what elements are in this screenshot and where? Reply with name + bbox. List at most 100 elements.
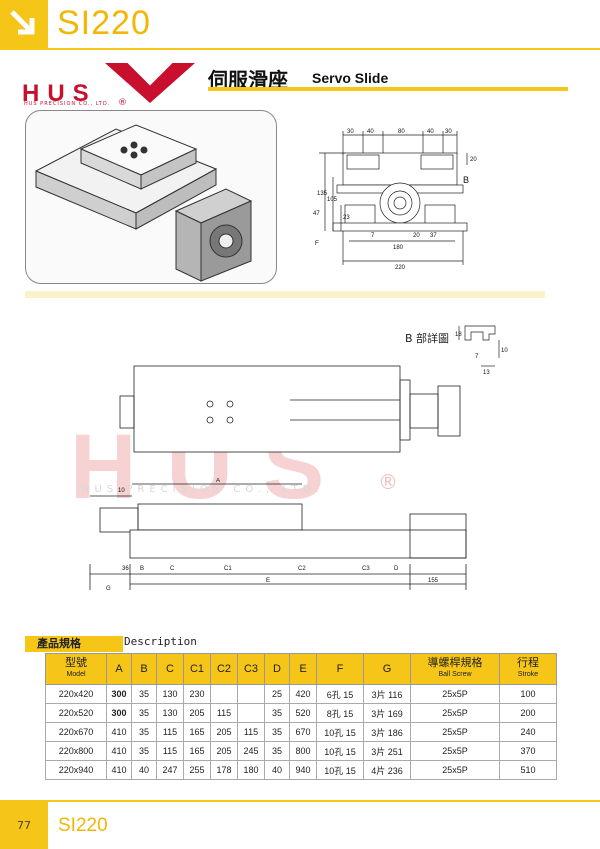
col-header-b: B — [131, 653, 157, 685]
cell-a: 410 — [106, 760, 132, 780]
col-header-f: F — [316, 653, 364, 685]
cell-c: 130 — [156, 684, 184, 704]
logo-registered: ® — [118, 98, 127, 108]
section-separator — [25, 291, 545, 298]
cell-c2: 178 — [210, 760, 238, 780]
col-header-c2: C2 — [210, 653, 238, 685]
cell-c3: 245 — [237, 741, 265, 761]
cell-e: 670 — [289, 722, 317, 742]
side-label-e: E — [266, 578, 270, 584]
side-label-d: D — [394, 566, 399, 572]
cell-c: 247 — [156, 760, 184, 780]
side-label-g: G — [106, 586, 111, 592]
cell-ball-screw: 25x5P — [410, 703, 500, 723]
table-row: 220x940 410 40 247 255 178 180 40 940 10… — [45, 760, 557, 780]
dim-top-2: 80 — [398, 129, 405, 135]
cell-model: 220x420 — [45, 684, 107, 704]
page-number: 77 — [0, 802, 48, 849]
dim-top-1: 40 — [367, 129, 374, 135]
product-title-en: Servo Slide — [312, 70, 389, 86]
cell-c2 — [210, 684, 238, 704]
dim-top-4: 30 — [445, 129, 452, 135]
cell-d: 35 — [264, 703, 290, 723]
col-header-e: E — [289, 653, 317, 685]
table-row: 220x800 410 35 115 165 205 245 35 800 10… — [45, 741, 557, 761]
side-label-a: A — [216, 478, 220, 484]
cell-f: 6孔 15 — [316, 684, 364, 704]
logo-subtitle: HUS PRECISION CO., LTD. — [24, 101, 111, 107]
watermark-subtitle: HUS PRECISION CO., LTD. — [82, 484, 324, 495]
col-header-d: D — [264, 653, 290, 685]
side-dim-155: 155 — [428, 578, 439, 584]
cell-c2: 115 — [210, 703, 238, 723]
dim-20-right: 20 — [470, 157, 477, 163]
arrow-icon — [10, 10, 35, 35]
cell-d: 35 — [264, 741, 290, 761]
cell-d: 40 — [264, 760, 290, 780]
cell-g: 3片 251 — [363, 741, 411, 761]
cell-d: 25 — [264, 684, 290, 704]
cell-c: 115 — [156, 741, 184, 761]
page-title: SI220 — [57, 4, 151, 42]
dim-105: 105 — [327, 197, 338, 203]
cell-stroke: 510 — [499, 760, 557, 780]
cell-b: 35 — [131, 722, 157, 742]
cell-c1: 165 — [183, 722, 211, 742]
col-header-a: A — [106, 653, 132, 685]
cell-g: 3片 186 — [363, 722, 411, 742]
cell-c1: 165 — [183, 741, 211, 761]
side-view-drawing: 10 A 36 B C C1 C2 C3 D G E 155 — [89, 478, 467, 592]
spec-description: Description — [124, 635, 197, 648]
cell-g: 3片 116 — [363, 684, 411, 704]
cell-a: 300 — [106, 684, 132, 704]
cell-b: 35 — [131, 684, 157, 704]
side-label-c2: C2 — [298, 566, 306, 572]
cell-c1: 205 — [183, 703, 211, 723]
dim-top-0: 30 — [347, 129, 354, 135]
cell-stroke: 200 — [499, 703, 557, 723]
side-label-c3: C3 — [362, 566, 370, 572]
cell-ball-screw: 25x5P — [410, 760, 500, 780]
col-header-g: G — [363, 653, 411, 685]
col-header-c1: C1 — [183, 653, 211, 685]
cell-e: 520 — [289, 703, 317, 723]
dim-180: 180 — [393, 245, 404, 251]
cell-f: 8孔 15 — [316, 703, 364, 723]
label-f: F — [315, 241, 319, 247]
side-dim-10: 10 — [118, 488, 125, 494]
cell-stroke: 240 — [499, 722, 557, 742]
header-divider — [0, 48, 600, 50]
cell-c3 — [237, 684, 265, 704]
col-header-c3: C3 — [237, 653, 265, 685]
detail-dim-7: 7 — [475, 354, 479, 360]
detail-b-label: B 部詳圖 — [405, 332, 450, 345]
cell-ball-screw: 25x5P — [410, 722, 500, 742]
side-label-c1: C1 — [224, 566, 232, 572]
top-view-drawing — [119, 365, 461, 453]
cell-ball-screw: 25x5P — [410, 741, 500, 761]
footer-divider — [0, 800, 600, 802]
title-underline — [208, 87, 568, 91]
watermark-registered: ® — [378, 470, 398, 494]
cell-e: 420 — [289, 684, 317, 704]
footer-title: SI220 — [58, 815, 108, 836]
dim-37: 37 — [430, 233, 437, 239]
detail-b-drawing: 18 10 7 13 — [455, 325, 508, 376]
dim-23: 23 — [343, 215, 350, 221]
cell-b: 35 — [131, 741, 157, 761]
logo-text: HUS — [22, 80, 97, 107]
cell-e: 940 — [289, 760, 317, 780]
cell-c3 — [237, 703, 265, 723]
cell-f: 10孔 15 — [316, 760, 364, 780]
col-header-c: C — [156, 653, 184, 685]
cell-f: 10孔 15 — [316, 722, 364, 742]
cell-stroke: 100 — [499, 684, 557, 704]
cell-stroke: 370 — [499, 741, 557, 761]
side-label-36: 36 — [122, 566, 129, 572]
cell-a: 300 — [106, 703, 132, 723]
cell-c1: 230 — [183, 684, 211, 704]
dim-top-3: 40 — [427, 129, 434, 135]
